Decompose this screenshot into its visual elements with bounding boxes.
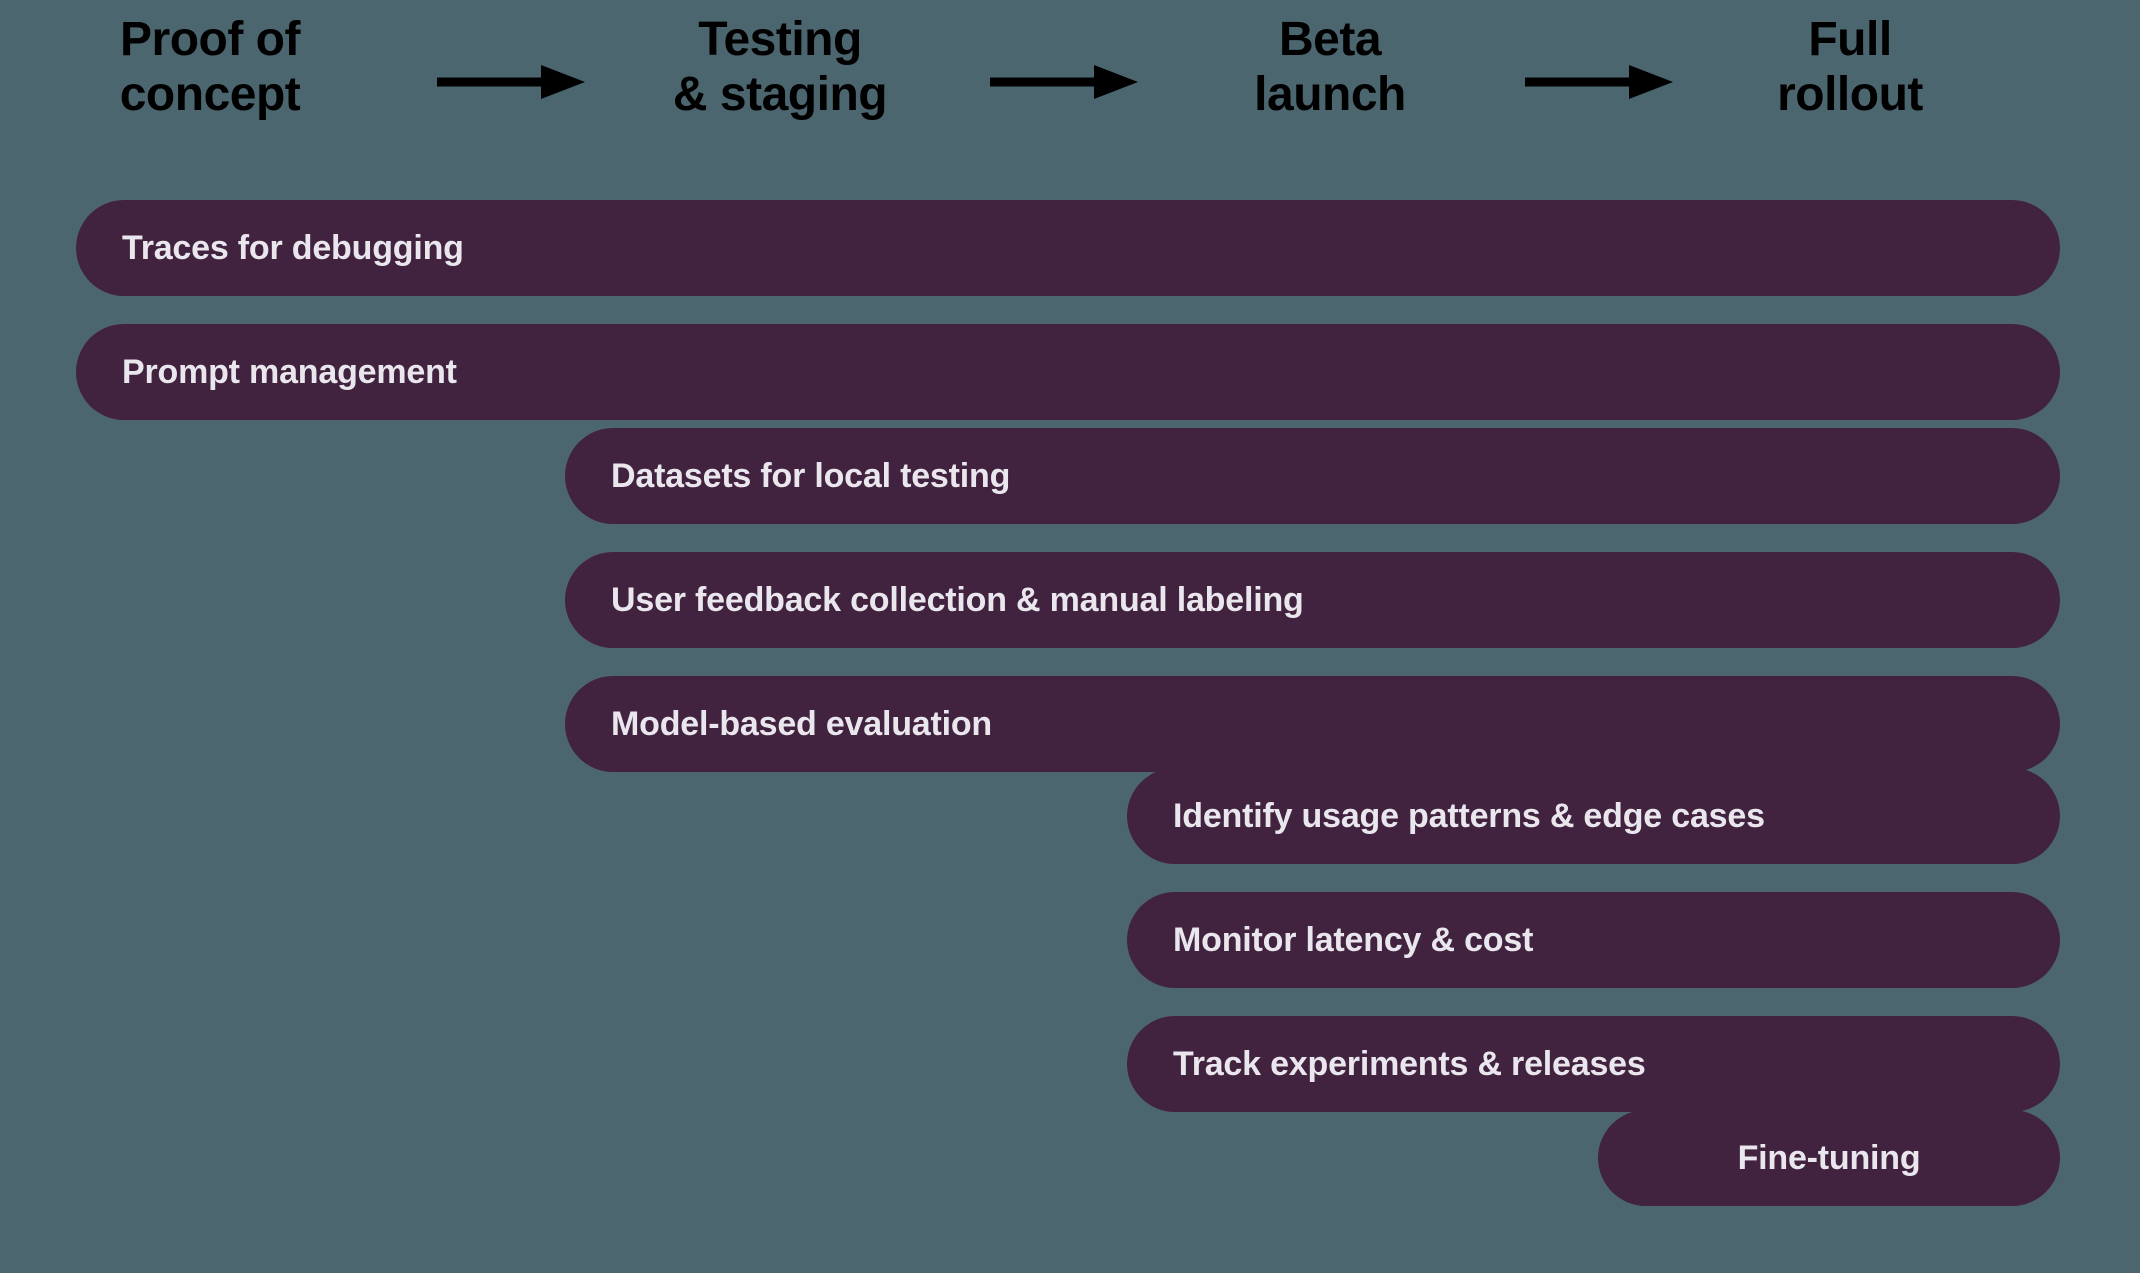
bar-prompt-management[interactable]: Prompt management (76, 324, 2060, 420)
stage-label-full-rollout: Full rollout (1777, 13, 1923, 122)
bar-identify-usage-patterns-and-edge-cases[interactable]: Identify usage patterns & edge cases (1127, 768, 2060, 864)
bar-model-based-evaluation[interactable]: Model-based evaluation (565, 676, 2060, 772)
arrow-right-icon-3 (1525, 62, 1675, 102)
bar-label: Identify usage patterns & edge cases (1173, 796, 1765, 835)
bar-track-experiments-and-releases[interactable]: Track experiments & releases (1127, 1016, 2060, 1112)
stage-label-beta-launch: Beta launch (1254, 13, 1406, 122)
stage-label-testing-and-staging: Testing & staging (672, 13, 888, 122)
stage-label-proof-of-concept: Proof of concept (119, 13, 301, 122)
arrow-right-icon-1 (437, 62, 587, 102)
bar-label: Track experiments & releases (1173, 1044, 1646, 1083)
bar-label: Model-based evaluation (611, 704, 993, 743)
bar-label: Traces for debugging (122, 228, 464, 267)
bar-monitor-latency-and-cost[interactable]: Monitor latency & cost (1127, 892, 2060, 988)
bar-label: Datasets for local testing (611, 456, 1011, 495)
bar-label: Prompt management (122, 352, 457, 391)
bar-label: User feedback collection & manual labeli… (611, 580, 1304, 619)
bar-label: Monitor latency & cost (1173, 920, 1534, 959)
bar-user-feedback-collection-and-manual-labeling[interactable]: User feedback collection & manual labeli… (565, 552, 2060, 648)
bar-datasets-for-local-testing[interactable]: Datasets for local testing (565, 428, 2060, 524)
bar-fine-tuning[interactable]: Fine-tuning (1598, 1110, 2060, 1206)
stage-header-row: Proof of concept Testing & staging Beta … (0, 0, 2140, 175)
arrow-right-icon-2 (990, 62, 1140, 102)
bar-label: Fine-tuning (1737, 1138, 1921, 1177)
bar-traces-for-debugging[interactable]: Traces for debugging (76, 200, 2060, 296)
